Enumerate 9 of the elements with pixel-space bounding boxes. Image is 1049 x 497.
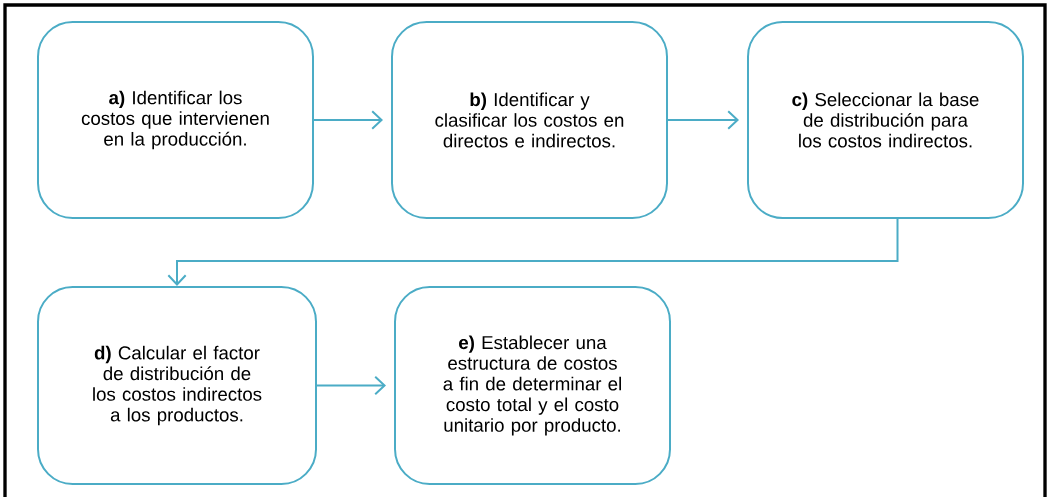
process-box: e) Establecer una estructura de costos a fin de determinar el costo total y el costo unitario por producto. — [394, 286, 671, 485]
process-box: a) Identificar los costos que intervienen en la producción. — [37, 21, 314, 219]
arrow — [316, 375, 386, 396]
process-box: c) Seleccionar la base de distribución para los costos indirectos. — [747, 21, 1024, 219]
process-box: d) Calcular el factor de distribución de los costos indirectos a los productos. — [37, 286, 317, 485]
process-box: b) Identificar y clasificar los costos en directos e indirectos. — [391, 21, 668, 219]
arrow — [167, 218, 899, 286]
arrow — [667, 110, 739, 130]
arrow — [313, 110, 383, 130]
